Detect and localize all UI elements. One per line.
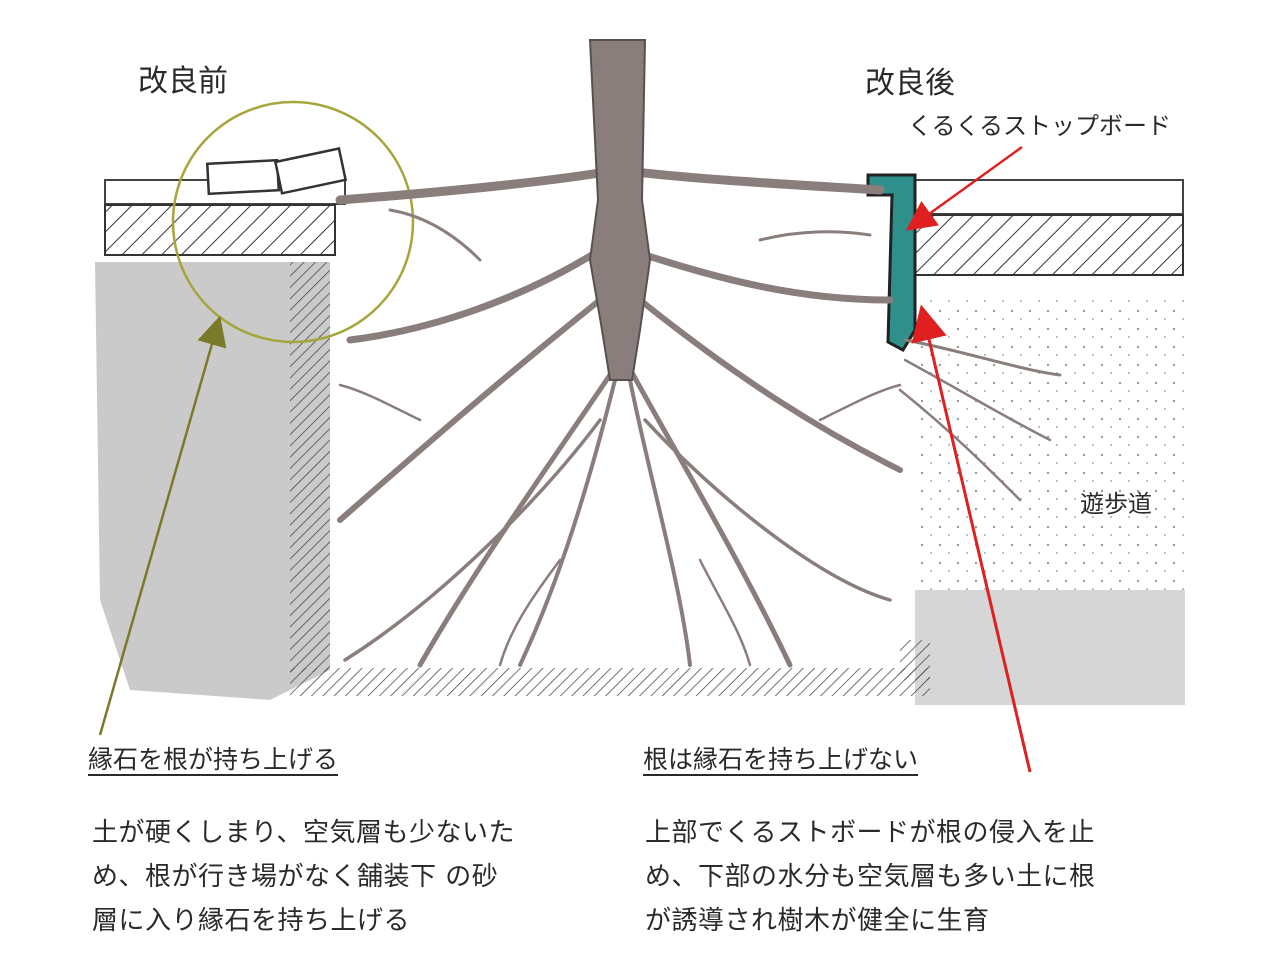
walkway-label: 遊歩道 <box>1080 490 1152 518</box>
tree-roots <box>335 165 1062 668</box>
red-arrow-to-board <box>905 145 1023 231</box>
after-heading: 改良後 <box>865 66 955 101</box>
stop-board <box>866 173 917 352</box>
pit-bottom <box>290 668 930 696</box>
left-caption-line-2: め、根が行き場がなく舗装下 の砂 <box>92 862 499 892</box>
before-heading: 改良前 <box>138 64 228 99</box>
right-caption-line-2: め、下部の水分も空気層も多い土に根 <box>645 862 1096 892</box>
lifted-curb-stone-1 <box>205 158 281 196</box>
stop-board-label: くるくるストップボード <box>908 112 1172 140</box>
right-caption-title: 根は縁石を持ち上げない <box>643 745 919 774</box>
left-compact-soil <box>95 262 330 700</box>
right-pit-wall <box>900 640 930 680</box>
left-caption-line-3: 層に入り縁石を持ち上げる <box>92 906 411 936</box>
left-pavement-hatch <box>104 204 336 256</box>
red-arrow-from-caption <box>911 304 1032 773</box>
lifted-curb-stone-2 <box>273 147 348 195</box>
tree-trunk <box>588 39 652 381</box>
left-pit-wall <box>290 262 330 672</box>
before-highlight-circle <box>171 100 415 344</box>
right-soft-soil <box>915 590 1185 705</box>
left-caption-title: 縁石を根が持ち上げる <box>88 745 339 774</box>
right-caption-line-1: 上部でくるストボードが根の侵入を止 <box>645 818 1095 848</box>
right-pavement-hatch <box>914 214 1184 276</box>
walkway-dotted-soil <box>920 300 1185 590</box>
left-caption-line-1: 土が硬くしまり、空気層も少ないた <box>92 818 515 848</box>
right-caption-line-3: が誘導され樹木が健全に生育 <box>645 906 990 936</box>
right-pavement-top <box>914 179 1184 215</box>
left-olive-arrow <box>98 315 227 736</box>
